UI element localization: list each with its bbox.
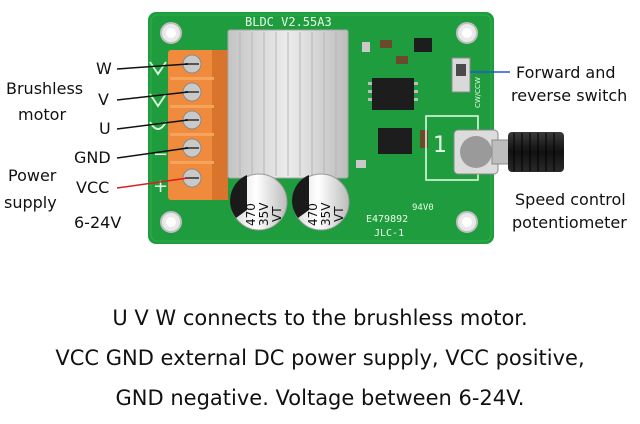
capacitor-1	[230, 173, 288, 231]
terminal-block	[168, 50, 228, 200]
label-voltage-range: 6-24V	[74, 213, 122, 232]
caption-line-3: GND negative. Voltage between 6-24V.	[115, 386, 525, 410]
board-code-3: JLC-1	[374, 228, 404, 239]
capacitor-2	[292, 173, 350, 231]
cap1-voltage: 35V	[257, 202, 271, 226]
board-code-1: 94V0	[412, 203, 434, 213]
ics	[356, 38, 432, 168]
terminal-screws	[182, 54, 202, 188]
cap2-type: VT	[332, 206, 346, 222]
board-code-2: E479892	[366, 214, 408, 225]
label-vcc: VCC	[76, 178, 110, 197]
direction-switch	[451, 57, 471, 93]
cap1-value: 470	[244, 203, 258, 226]
caption-line-1: U V W connects to the brushless motor.	[112, 306, 528, 330]
leader-lines	[116, 63, 510, 189]
svg-text:1: 1	[433, 133, 447, 158]
label-u: U	[99, 119, 111, 138]
board-title: BLDC V2.55A3	[245, 15, 332, 29]
cap2-value: 470	[306, 203, 320, 226]
heatsink	[227, 29, 349, 179]
label-w: W	[96, 59, 112, 78]
switch-silk-label: CW/CCW	[474, 77, 482, 108]
label-supply: supply	[4, 193, 57, 212]
silk-plus: +	[153, 176, 168, 197]
label-v: V	[98, 90, 109, 109]
label-motor: motor	[18, 105, 67, 124]
label-potentiometer: potentiometer	[512, 213, 627, 232]
mounting-holes	[160, 22, 478, 233]
label-power: Power	[8, 166, 57, 185]
label-speed-control: Speed control	[515, 190, 626, 209]
cap2-voltage: 35V	[319, 202, 333, 226]
silk-minus: −	[153, 144, 168, 165]
potentiometer: 1	[425, 115, 564, 181]
caption-line-2: VCC GND external DC power supply, VCC po…	[55, 346, 585, 370]
label-forward: Forward and	[516, 63, 616, 82]
label-gnd: GND	[74, 148, 111, 167]
cap1-type: VT	[270, 206, 284, 222]
label-brushless: Brushless	[6, 79, 84, 98]
label-reverse-switch: reverse switch	[511, 86, 628, 105]
